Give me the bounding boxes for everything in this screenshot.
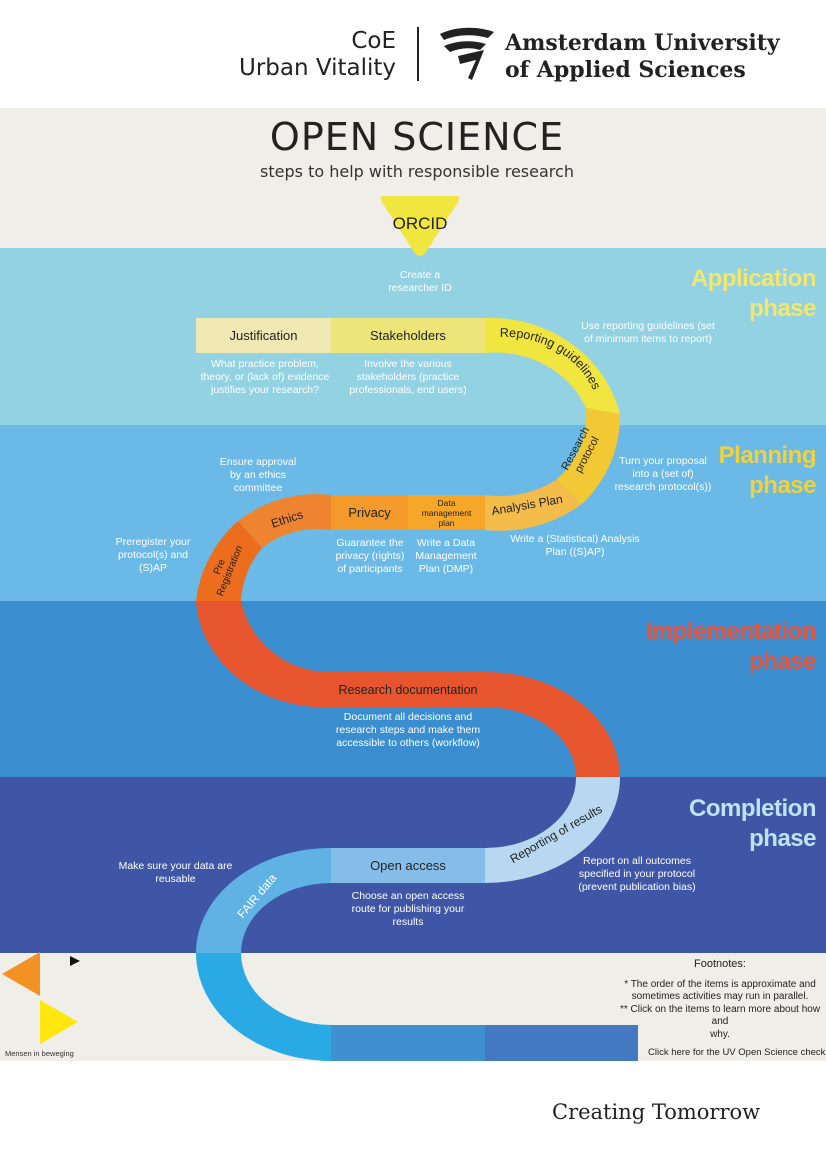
header-divider xyxy=(417,27,419,81)
hva-logo-icon xyxy=(440,27,494,80)
footnotes: Footnotes: * The order of the items is a… xyxy=(615,958,825,1041)
university-name: Amsterdam University of Applied Sciences xyxy=(505,30,780,84)
privacy-step[interactable]: Privacy xyxy=(348,505,391,520)
page-title: OPEN SCIENCE xyxy=(269,115,565,159)
mensen-in-beweging-logo-icon xyxy=(2,952,80,1044)
open-access-step[interactable]: Open access xyxy=(370,858,446,873)
orcid-step[interactable]: ORCID xyxy=(392,214,448,233)
coe-line1: CoE xyxy=(351,28,396,54)
page-subtitle: steps to help with responsible research xyxy=(260,162,574,181)
uni-line1: Amsterdam University xyxy=(505,30,780,56)
uni-line2: of Applied Sciences xyxy=(505,57,746,83)
research-documentation-step[interactable]: Research documentation xyxy=(338,682,478,697)
coe-title: CoE Urban Vitality xyxy=(200,28,396,82)
checklist-link[interactable]: Click here for the UV Open Science check… xyxy=(648,1047,826,1058)
justification-step[interactable]: Justification xyxy=(229,328,298,343)
stakeholders-step[interactable]: Stakeholders xyxy=(370,328,446,343)
footnotes-title: Footnotes: xyxy=(694,958,746,970)
reporting-guidelines-step[interactable]: Reporting guidelines xyxy=(480,312,630,432)
tagline: Creating Tomorrow xyxy=(552,1100,761,1124)
justification-description: What practice problem,theory, or (lack o… xyxy=(200,358,330,396)
small-logo-caption: Mensen in beweging xyxy=(5,1049,74,1058)
coe-line2: Urban Vitality xyxy=(238,55,396,81)
orcid-shape[interactable] xyxy=(378,194,462,258)
